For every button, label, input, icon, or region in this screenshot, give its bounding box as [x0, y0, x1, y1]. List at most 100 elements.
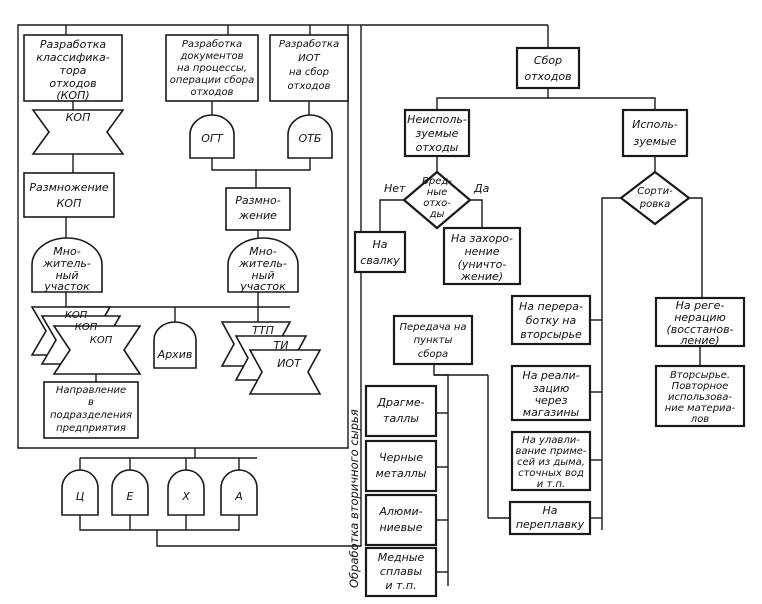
no-label: Нет — [384, 182, 406, 195]
burial-box: На захоро- нение (уничто- жение) — [442, 226, 522, 286]
iot-dev-line-2: ИОТ — [298, 53, 320, 64]
capture-line-5: и т.п. — [537, 479, 565, 490]
unused-line-3: отходы — [416, 141, 459, 154]
dump-line-1: На — [372, 238, 387, 251]
kop-dev-line-2: классифика- — [36, 51, 110, 64]
copy-site-a-line-2: житель- — [42, 257, 91, 270]
unused-waste-box: Неисполь- зуемые отходы — [403, 108, 471, 158]
precious-metals-box: Драгме- таллы — [364, 384, 438, 438]
ti-label: ТИ — [274, 339, 289, 352]
secondary-line-5: лов — [690, 414, 710, 425]
harmful-decision: Вред- ные отхо- ды — [402, 170, 472, 230]
capture-line-4: сточных вод — [518, 468, 584, 479]
secondary-line-4: ние материа- — [665, 403, 736, 414]
otb-department: ОТБ — [287, 114, 333, 159]
precious-line-2: таллы — [383, 412, 419, 425]
kop-copy-line-1: Размножение — [29, 181, 108, 194]
unused-line-2: зуемые — [416, 127, 459, 140]
iot-dev-line-3: на сбор — [289, 66, 329, 78]
collect-line-2: отходов — [524, 70, 571, 83]
sale-line-3: через — [535, 394, 568, 407]
copying-line-2: жение — [238, 209, 277, 222]
unused-line-1: Неисполь- — [407, 113, 467, 126]
direction-box: Направление в подразделения предприятия — [43, 381, 139, 439]
ttp-label: ТТП — [252, 324, 274, 337]
used-waste-box: Исполь- зуемые — [621, 108, 689, 158]
kop-document: КОП — [31, 109, 125, 155]
harmful-line-4: ды — [429, 209, 445, 220]
iot-dev-line-4: отходов — [288, 81, 331, 92]
iot-development-box: Разработка ИОТ на сбор отходов — [269, 34, 349, 102]
capture-line-2: вание приме- — [515, 446, 586, 457]
ogt-department: ОГТ — [189, 114, 235, 159]
kop-dev-line-1: Разработка — [40, 38, 107, 51]
archive: Архив — [153, 321, 197, 369]
copy-site-b-line-1: Мно- — [249, 245, 276, 258]
sale-line-1: На реали- — [522, 369, 579, 382]
yes-label: Да — [473, 182, 490, 195]
regeneration-box: На реге- нерацию (восстанов- ление) — [654, 296, 746, 348]
transfer-line-2: пункты — [414, 335, 453, 346]
kop-label: КОП — [66, 111, 91, 124]
regen-line-2: нерацию — [674, 311, 726, 324]
regen-line-3: (восстанов- — [666, 323, 733, 336]
aluminum-line-2: ниевые — [379, 521, 422, 534]
kop-document-stack: КОП КОП КОП — [30, 306, 142, 375]
transfer-line-1: Передача на — [399, 322, 466, 333]
otb-label: ОТБ — [299, 132, 322, 145]
direction-line-1: Направление — [56, 385, 126, 396]
recycle-line-1: На перера- — [519, 300, 583, 313]
kop-development-box: Разработка классифика- тора отходов (КОП… — [23, 34, 123, 102]
dept-label-1: Ц — [76, 490, 85, 503]
department-a: А — [220, 458, 258, 516]
instructions-document-stack: ТТП ТИ ИОТ — [220, 321, 322, 395]
department-ts: Ц — [61, 458, 99, 516]
copy-site-b-line-3: ный — [251, 269, 274, 282]
docs-dev-line-5: отходов — [191, 87, 234, 98]
collect-waste-box: Сбор отходов — [515, 46, 581, 90]
secondary-line-1: Вторсырье. — [670, 370, 730, 381]
sale-line-4: магазины — [523, 406, 580, 419]
capture-line-1: На улавли- — [522, 435, 580, 446]
recycle-line-2: ботку на — [526, 314, 577, 327]
copying-box: Размно- жение — [225, 187, 291, 231]
copy-site-b: Мно- житель- ный участок — [227, 237, 299, 293]
copy-site-b-line-2: житель- — [238, 257, 287, 270]
harmful-line-3: отхо- — [423, 198, 451, 209]
docs-dev-line-2: документов — [179, 51, 243, 62]
copper-alloys-box: Медные сплавы и т.п. — [364, 546, 438, 598]
kop-dev-line-5: (КОП) — [56, 89, 89, 102]
left-frame — [17, 24, 361, 449]
sale-box: На реали- зацию через магазины — [510, 364, 592, 422]
transfer-line-3: сбора — [418, 348, 448, 360]
direction-line-4: предприятия — [56, 423, 126, 434]
copy-site-a-line-4: участок — [43, 280, 90, 293]
harmful-line-2: ные — [427, 187, 448, 198]
copy-site-a-line-3: ный — [55, 269, 78, 282]
docs-dev-line-1: Разработка — [182, 38, 242, 50]
direction-line-2: в — [88, 397, 94, 408]
copper-line-2: сплавы — [380, 565, 422, 578]
dump-line-2: свалку — [360, 254, 400, 267]
docs-dev-line-4: операции сбора — [170, 74, 255, 86]
copper-line-1: Медные — [378, 551, 425, 564]
kop-stack-label-1: КОП — [65, 310, 88, 321]
kop-copy-box: Размножение КОП — [23, 172, 115, 218]
remelt-box: На переплавку — [508, 500, 592, 536]
secondary-line-3: использова- — [668, 392, 732, 403]
kop-dev-line-3: тора — [60, 64, 87, 77]
burial-line-2: нение — [464, 245, 499, 258]
copy-site-b-line-4: участок — [239, 280, 286, 293]
transfer-box: Передача на пункты сбора — [392, 314, 474, 366]
docs-development-box: Разработка документов на процессы, опера… — [165, 34, 259, 102]
ogt-label: ОГТ — [201, 132, 224, 145]
aluminum-line-1: Алюми- — [378, 505, 422, 518]
recycle-box: На перера- ботку на вторсырье — [510, 294, 592, 346]
kop-copy-line-2: КОП — [57, 197, 82, 210]
used-line-2: зуемые — [634, 135, 677, 148]
archive-label: Архив — [157, 348, 193, 361]
department-e: Е — [111, 458, 149, 516]
copying-line-1: Размно- — [235, 194, 280, 207]
